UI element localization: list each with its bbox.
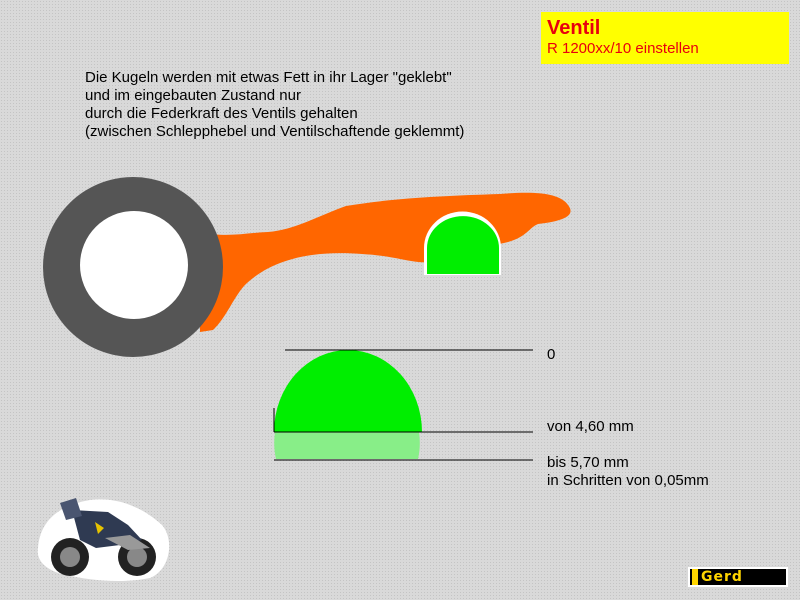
rocker-ball <box>427 216 499 274</box>
logo: Gerd <box>688 567 788 587</box>
label-to: bis 5,70 mm <box>547 454 629 471</box>
page-subtitle: R 1200xx/10 einstellen <box>547 40 699 57</box>
label-zero: 0 <box>547 346 556 363</box>
title-box: Ventil R 1200xx/10 einstellen <box>541 12 789 64</box>
label-steps: in Schritten von 0,05mm <box>547 472 709 489</box>
motorcycle-image <box>37 498 170 582</box>
page-title: Ventil <box>547 17 601 39</box>
large-ball <box>274 350 422 432</box>
label-from: von 4,60 mm <box>547 418 634 435</box>
description-line: durch die Federkraft des Ventils gehalte… <box>85 105 358 122</box>
roller-bore <box>80 211 188 319</box>
rocker-arm <box>200 192 571 332</box>
description-line: und im eingebauten Zustand nur <box>85 87 301 104</box>
logo-bar <box>692 569 698 585</box>
ball-light-segment <box>274 432 420 459</box>
description-line: Die Kugeln werden mit etwas Fett in ihr … <box>85 69 452 86</box>
description-text: Die Kugeln werden mit etwas Fett in ihr … <box>85 69 535 141</box>
description-line: (zwischen Schlepphebel und Ventilschafte… <box>85 123 465 140</box>
logo-text: Gerd <box>701 569 743 585</box>
